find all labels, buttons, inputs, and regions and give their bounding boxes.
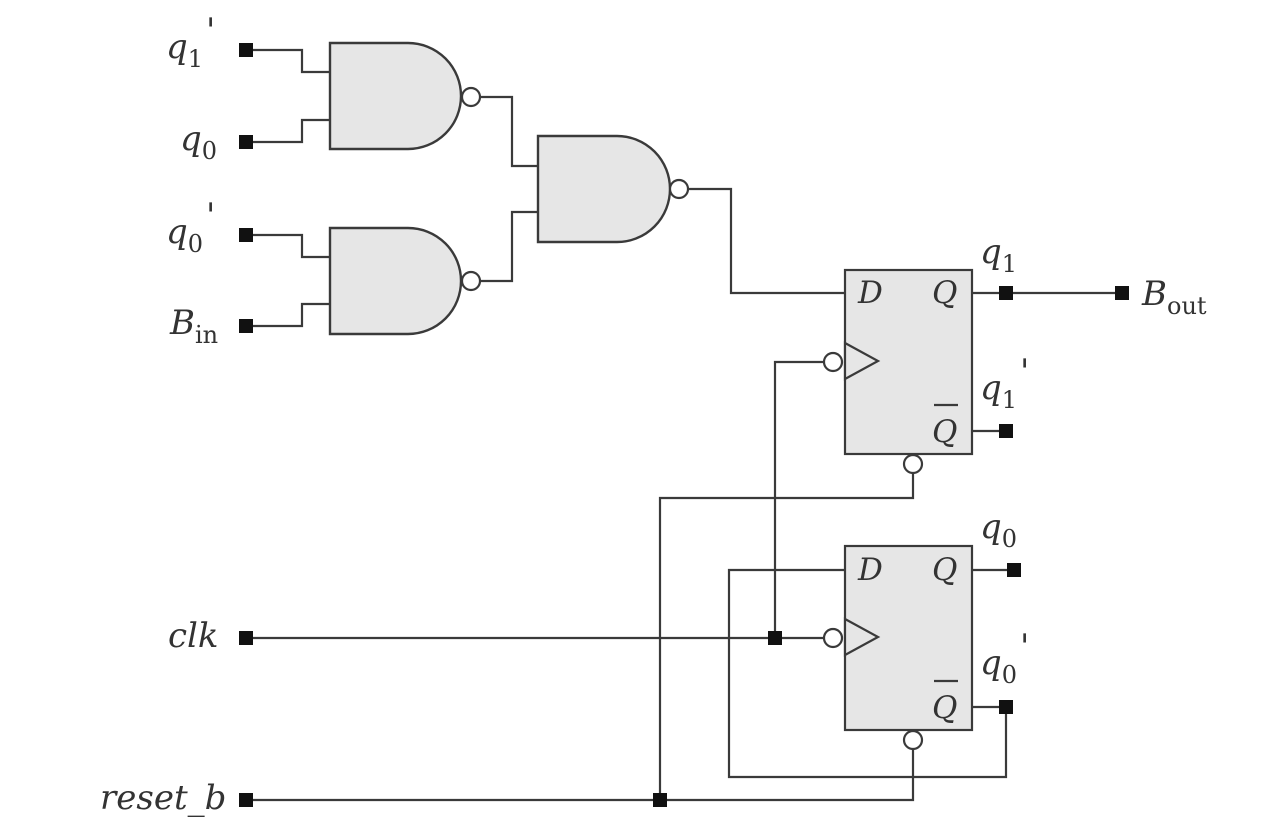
ff0-d-label: D: [857, 552, 883, 588]
pins: [239, 43, 1129, 807]
label-ff1-q: q1: [980, 232, 1017, 278]
label-ff1-qbar: q1': [980, 352, 1029, 414]
pin-ff0-qbar: [999, 700, 1013, 714]
ff0-clock-bubble: [822, 627, 844, 649]
ff0-reset-bubble: [902, 729, 924, 751]
wire-q1prime-to-nand-top: [246, 48, 330, 74]
pin-clk: [239, 631, 253, 645]
flipflop-q0: D Q Q: [822, 544, 974, 751]
nand-top-output-bubble: [460, 86, 482, 108]
pin-q0prime: [239, 228, 253, 242]
wire-nand-top-to-nand-final: [481, 95, 538, 168]
label-q1prime: q1': [166, 11, 215, 73]
junction-clk: [768, 631, 782, 645]
wire-nand-bottom-to-nand-final: [481, 210, 538, 283]
ff1-q-label: Q: [932, 275, 957, 311]
wire-reset-b-to-ff1: [658, 474, 915, 800]
pin-reset-b: [239, 793, 253, 807]
junctions: [653, 631, 782, 807]
junction-reset-b: [653, 793, 667, 807]
pin-ff1-qbar: [999, 424, 1013, 438]
ff1-clock-triangle: [843, 341, 881, 381]
ff0-clock-triangle: [843, 617, 881, 657]
ff1-reset-bubble: [902, 453, 924, 475]
pin-bout: [1115, 286, 1129, 300]
ff1-clock-bubble: [822, 351, 844, 373]
signal-labels: q1' q0 q0' Bin clk reset_b q1 Bout q1': [100, 11, 1207, 818]
ff1-qbar-label: Q: [932, 414, 957, 450]
label-bout: Bout: [1141, 274, 1207, 320]
label-ff0-q: q0: [980, 507, 1017, 553]
label-clk: clk: [168, 616, 219, 656]
label-q0: q0: [180, 119, 217, 165]
nand-gate-bottom: [328, 226, 482, 336]
wire-nand-final-to-ff1-d: [689, 187, 845, 295]
label-reset-b: reset_b: [100, 778, 226, 818]
nand-gate-final: [536, 134, 690, 244]
pin-q0: [239, 135, 253, 149]
wire-q0-to-nand-top: [246, 118, 330, 144]
pin-ff0-q: [1007, 563, 1021, 577]
pin-q1prime: [239, 43, 253, 57]
label-ff0-qbar: q0': [980, 627, 1029, 689]
nand-gate-top: [328, 41, 482, 151]
pin-ff1-q: [999, 286, 1013, 300]
wire-clk-to-ff1: [773, 360, 824, 638]
label-q0prime: q0': [166, 196, 215, 258]
wire-q0prime-to-nand-bottom: [246, 233, 330, 259]
nand-bottom-output-bubble: [460, 270, 482, 292]
wire-bin-to-nand-bottom: [246, 302, 330, 328]
ff0-qbar-label: Q: [932, 690, 957, 726]
nand-final-output-bubble: [668, 178, 690, 200]
flipflop-q1: D Q Q: [822, 268, 974, 475]
pin-bin: [239, 319, 253, 333]
wires: [246, 48, 1122, 802]
ff1-d-label: D: [857, 275, 883, 311]
wire-reset-b-to-ff0: [246, 750, 915, 802]
ff0-q-label: Q: [932, 552, 957, 588]
label-bin: Bin: [169, 303, 218, 349]
